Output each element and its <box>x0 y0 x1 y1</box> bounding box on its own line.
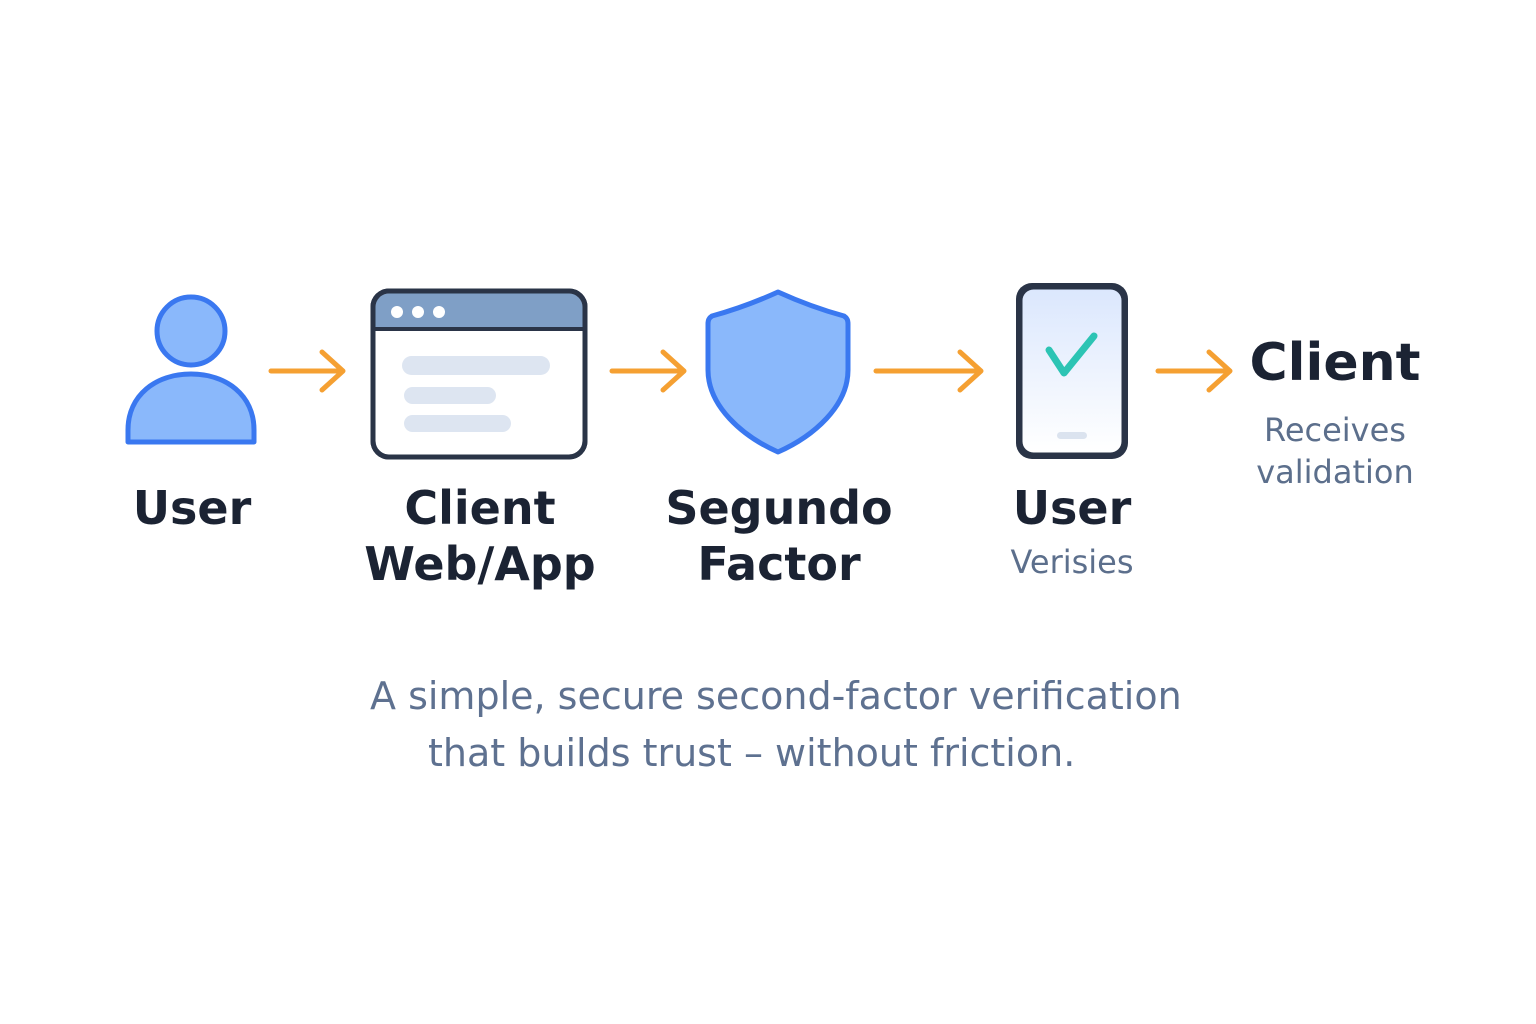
step-factor-label-line2: Factor <box>697 537 861 591</box>
arrow-right-icon <box>268 349 346 393</box>
step-client-label-line2: Web/App <box>364 537 596 591</box>
step-client-final-sub-line1: Receives <box>1264 411 1406 449</box>
tagline-line2: that builds trust – without friction. <box>428 731 1076 775</box>
step-user-verify-label: User <box>1012 481 1132 535</box>
step-factor-label-line1: Segundo <box>665 481 893 535</box>
arrow-right-icon <box>609 349 687 393</box>
step-client-final-label: Client <box>1249 333 1421 393</box>
user-icon <box>125 294 257 445</box>
shield-icon <box>705 289 851 455</box>
arrow-right-icon <box>873 349 984 393</box>
step-user-label: User <box>132 481 252 535</box>
browser-window-icon <box>370 288 588 460</box>
phone-check-icon <box>1016 283 1128 459</box>
step-client-final-sub-line2: validation <box>1256 453 1414 491</box>
arrow-right-icon <box>1155 349 1233 393</box>
tagline-line1: A simple, secure second-factor verificat… <box>370 674 1182 718</box>
step-client-label-line1: Client <box>404 481 556 535</box>
step-user-verify-sub: Verisies <box>1010 543 1134 581</box>
